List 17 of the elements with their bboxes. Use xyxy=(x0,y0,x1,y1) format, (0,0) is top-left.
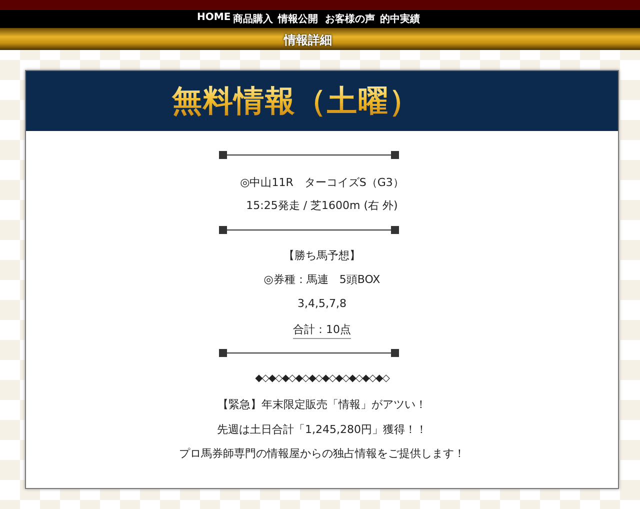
info-text: 【緊急】年末限定販売「情報」がアツい！ xyxy=(218,397,426,412)
info-text: ◎中山11R ターコイズS（G3） xyxy=(240,175,404,190)
nav-link: 情報公開 xyxy=(278,12,318,26)
section-heading: 情報詳細 xyxy=(284,32,332,49)
info-text: 合計：10点 xyxy=(293,322,351,339)
nav-link: お客様の声 xyxy=(325,12,375,26)
diamond-divider: ◆◇◆◇◆◇◆◇◆◇◆◇◆◇◆◇◆◇◆◇ xyxy=(255,373,389,384)
info-text: 15:25発走 / 芝1600m (右 外) xyxy=(246,198,398,213)
info-text: プロ馬券師専門の情報屋からの独占情報をご提供します！ xyxy=(179,446,465,461)
info-text: ◎券種：馬連 5頭BOX xyxy=(264,272,380,287)
info-text: 3,4,5,7,8 xyxy=(298,297,346,310)
info-text: 【勝ち馬予想】 xyxy=(284,248,360,263)
nav-link: 商品購入 xyxy=(233,12,273,26)
nav-link: 的中実績 xyxy=(380,12,420,26)
title-band xyxy=(26,71,618,131)
info-text: 先週は土日合計「1,245,280円」獲得！！ xyxy=(217,422,427,437)
nav-link: HOME xyxy=(197,12,231,23)
